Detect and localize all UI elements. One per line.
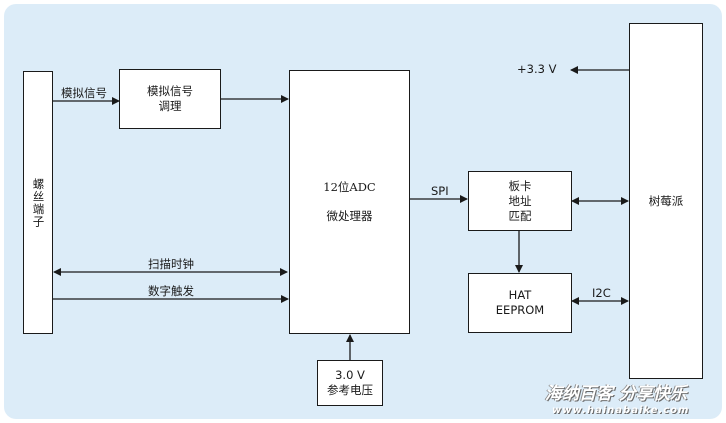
- screw-terminal-label: 螺丝端子: [31, 177, 46, 228]
- screw-terminal-block: 螺丝端子: [23, 71, 53, 334]
- adc-label: 12位ADC: [323, 180, 376, 194]
- conditioning-label-line2: 调理: [158, 99, 182, 113]
- voltage-reference-block: 3.0 V 参考电压: [317, 360, 383, 406]
- analog-signal-label: 模拟信号: [61, 86, 107, 100]
- board-match-label-line2: 地址: [508, 193, 532, 208]
- adc-microprocessor-block: 12位ADC 微处理器: [289, 70, 410, 334]
- i2c-label: I2C: [592, 286, 611, 300]
- board-match-label-line1: 板卡: [508, 178, 532, 193]
- digital-trigger-label: 数字触发: [148, 284, 194, 298]
- scan-clock-label: 扫描时钟: [148, 257, 194, 271]
- spi-label: SPI: [431, 184, 449, 198]
- watermark-text: 海纳百客 分享快乐: [545, 384, 687, 404]
- power-label: +3.3 V: [517, 62, 557, 76]
- hat-eeprom-block: HAT EEPROM: [468, 273, 572, 333]
- hat-label: HAT: [508, 288, 532, 302]
- board-address-match-block: 板卡 地址 匹配: [468, 171, 572, 231]
- board-match-label-line3: 匹配: [508, 208, 532, 223]
- raspberry-pi-block: 树莓派: [629, 23, 703, 379]
- mcu-label: 微处理器: [326, 209, 373, 223]
- raspberry-pi-label: 树莓派: [648, 193, 684, 208]
- eeprom-label: EEPROM: [495, 303, 545, 317]
- signal-conditioning-block: 模拟信号 调理: [119, 69, 221, 129]
- vref-desc-label: 参考电压: [327, 383, 373, 397]
- watermark-url: www.hainabaike.com: [552, 405, 690, 416]
- conditioning-label-line1: 模拟信号: [147, 84, 193, 98]
- vref-value-label: 3.0 V: [335, 368, 365, 382]
